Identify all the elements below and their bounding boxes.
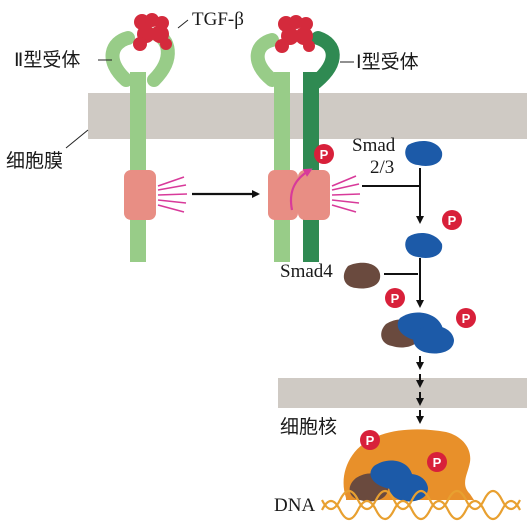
phosphorylation-arrow xyxy=(289,168,313,211)
receptor-complex-right xyxy=(250,31,361,262)
nucleus-label: 细胞核 xyxy=(280,416,338,438)
tgf-beta-label: TGF-β xyxy=(192,9,244,30)
svg-text:P: P xyxy=(448,213,457,228)
pathway-arrow-1 xyxy=(362,185,424,224)
smad23-protein xyxy=(405,140,443,166)
type2-receptor-left xyxy=(105,27,188,262)
cell-membrane-label: 细胞膜 xyxy=(6,150,64,172)
leader-lines xyxy=(65,19,354,149)
phosphate-icon: P xyxy=(314,144,334,164)
kinase-domain-left xyxy=(124,170,156,220)
nuclear-membrane-band xyxy=(278,378,527,408)
kinase-domain-type2 xyxy=(268,170,298,220)
smad4-protein xyxy=(343,262,381,289)
dna-helix-icon xyxy=(321,489,521,521)
phospho-smad23: P xyxy=(405,210,462,258)
dna-label: DNA xyxy=(274,495,316,516)
smad23-label-line2: 2/3 xyxy=(370,157,395,178)
type2-receptor-label: Ⅱ型受体 xyxy=(14,49,81,71)
smad-complex: P P xyxy=(381,288,476,354)
svg-text:P: P xyxy=(462,311,471,326)
svg-text:P: P xyxy=(320,147,329,162)
tgf-beta-ligand-icon xyxy=(133,13,172,51)
type1-receptor-label: Ⅰ型受体 xyxy=(356,51,419,73)
smad23-label-line1: Smad xyxy=(352,135,396,156)
nuclear-smad-complex: P P xyxy=(349,430,447,502)
svg-text:P: P xyxy=(391,291,400,306)
kinase-domain-type1 xyxy=(298,170,330,220)
tgf-beta-ligand-bound-icon xyxy=(275,15,315,53)
smad4-label: Smad4 xyxy=(280,261,333,282)
svg-text:P: P xyxy=(366,433,375,448)
svg-text:P: P xyxy=(433,455,442,470)
